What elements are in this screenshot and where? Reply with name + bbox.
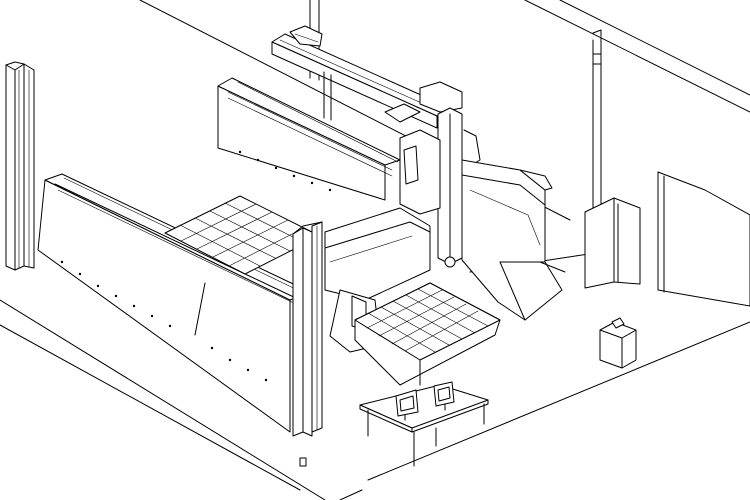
front-bridge-body [325,208,430,300]
left-rail-rack-line [55,184,300,300]
gantry-beam-side [272,42,437,128]
front-column-face-2 [303,228,312,436]
bolt [310,181,314,185]
right-grid-table-top [355,283,500,360]
bolt [150,314,154,318]
left-rail-rack-line-2 [58,190,300,306]
bolt [168,324,172,328]
front-tall-column [293,222,322,436]
desk-top [360,385,488,428]
wall-post-bracket [593,54,601,64]
right-bridge-detail [470,190,540,245]
bolt [238,150,242,154]
back-rail-rack-line-2 [228,98,392,176]
bolt [78,272,82,276]
cabinet-door-left [585,198,614,288]
left-tall-column [6,62,34,270]
left-rail-bolts [60,260,268,382]
wall-post-cap [593,30,601,36]
right-wall-upper-edge [560,0,750,95]
bolt [274,166,278,170]
back-rail-rack-line [228,92,392,170]
bolt [328,188,332,192]
cabinet-door-right [614,198,640,284]
left-column-face-2 [15,64,24,270]
left-column-top [6,62,24,65]
spindle-motor [404,146,418,184]
spindle-tool-head [445,257,455,267]
spindle-top-plate [385,104,420,122]
right-bridge [462,160,565,320]
front-bridge-rail-2 [330,236,412,262]
right-bridge-cap [520,170,552,190]
bolt [96,284,100,288]
right-foot-pin [540,262,565,272]
monitor-right-screen [438,387,450,401]
right-wall-structure [585,30,750,306]
bolt [292,174,296,178]
floor-front-right-stub [340,490,362,500]
gantry-end-bracket [420,82,462,112]
floor-front-right-edge [368,322,750,480]
bolt [114,294,118,298]
bolt [246,368,250,372]
left-rail-brace [195,283,205,335]
floor-front-left-edge [0,300,325,500]
back-rail-guide [238,82,398,162]
right-wall-top-edge [525,0,750,112]
cable-chain-top [290,26,322,46]
right-foot-base [500,262,562,320]
cable-chain-detail [295,34,318,42]
right-bridge-rail [462,175,545,205]
monitor-left-screen [400,396,414,411]
top-gantry-beam [272,26,462,128]
left-column-face-1 [6,65,15,270]
bolt [132,304,136,308]
desk-side-edge [412,400,488,432]
bolt [256,158,260,162]
bolt [210,346,214,350]
front-column-face-1 [293,228,303,436]
front-bridge-rail [325,222,430,248]
floor-marker [300,458,306,466]
front-column-top [293,222,322,234]
bolt [228,358,232,362]
right-grid-table-lines [367,289,488,352]
floor-front-left-inner-edge [0,325,300,490]
electrical-cabinet [600,318,636,368]
bolt [60,260,64,264]
control-desk [360,382,488,466]
back-rail-bolts [238,150,332,192]
gantry-beam-rail [280,40,444,113]
spindle-column [385,104,480,267]
bolt [264,378,268,382]
right-grid-table [355,283,500,385]
cabinet-body [600,322,636,368]
wall-panel-right [658,172,750,306]
cabinet-top-box [612,318,624,328]
left-grid-table-lines [180,203,305,266]
